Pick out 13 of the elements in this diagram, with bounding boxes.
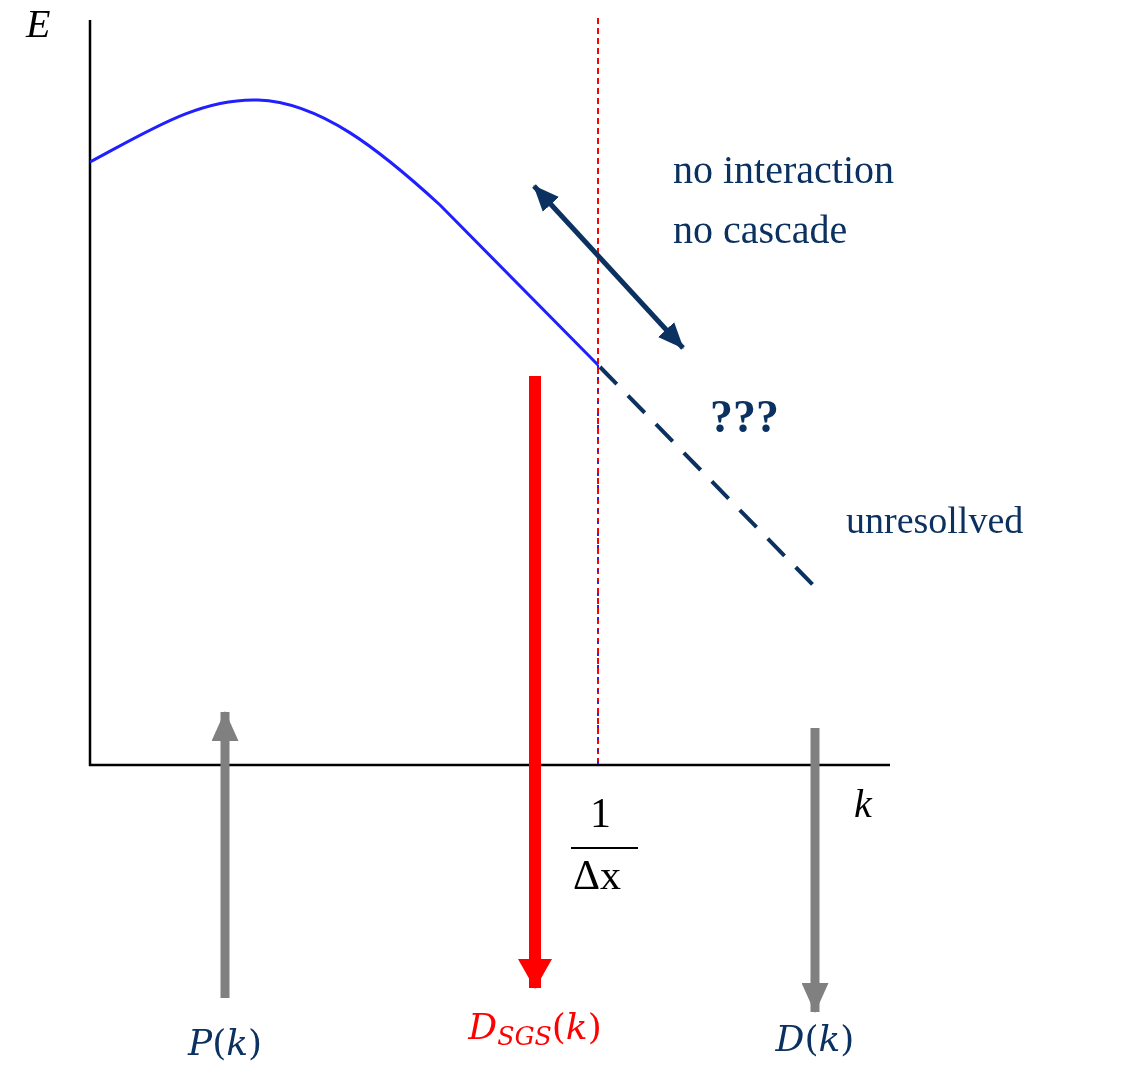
fraction-denominator: Δx	[573, 852, 621, 899]
arrow	[801, 728, 829, 1013]
arrow	[211, 711, 239, 998]
arrow	[518, 376, 552, 989]
fraction-numerator: 1	[590, 790, 611, 837]
formula-label: D(k)	[775, 1019, 855, 1059]
annotation-text: ???	[710, 392, 779, 443]
axis-label: k	[854, 782, 872, 826]
annotation-text: unresollved	[846, 500, 1024, 542]
formula-label: D$_{SGS}$(k)	[468, 1007, 602, 1051]
annotation-text: no interaction no cascade	[673, 146, 896, 254]
formula-label: P(k)	[187, 1023, 263, 1063]
axis-label: E	[26, 2, 51, 46]
